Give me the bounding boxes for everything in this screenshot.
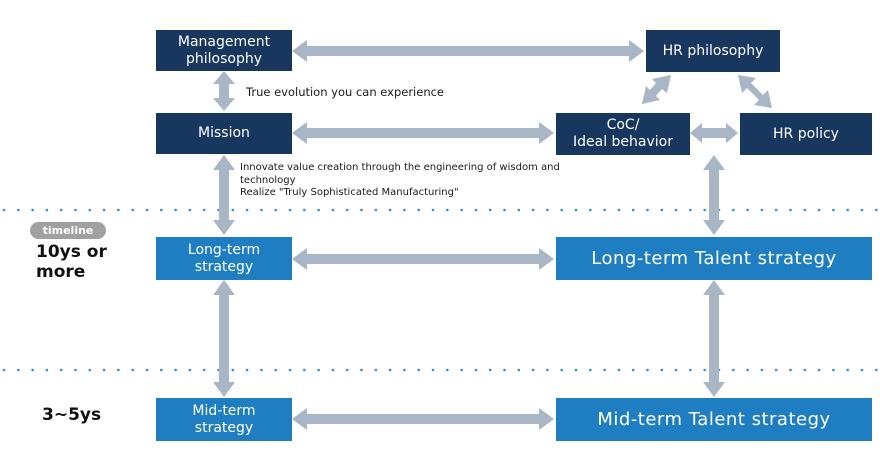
hr-philosophy-box: HR philosophy — [646, 30, 780, 72]
timeline-divider-bottom — [2, 368, 880, 372]
timeline-long-term-label: 10ys or more — [36, 242, 107, 282]
arrow-coc-hrpolicy — [690, 123, 738, 143]
management-philosophy-box: Management philosophy — [156, 30, 292, 71]
arrow-lts-ltt — [292, 248, 554, 270]
hr-policy-box: HR policy — [740, 113, 872, 155]
long-term-talent-strategy-box: Long-term Talent strategy — [556, 237, 872, 280]
timeline-mid-term-label: 3~5ys — [42, 405, 102, 425]
arrow-mission-coc — [292, 122, 554, 144]
mid-term-talent-strategy-box: Mid-term Talent strategy — [556, 398, 872, 441]
long-term-strategy-box: Long-term strategy — [156, 237, 292, 280]
timeline-badge: timeline — [30, 222, 106, 239]
coc-ideal-behavior-box: CoC/ Ideal behavior — [556, 113, 690, 155]
arrow-mission-lts — [213, 155, 235, 235]
annotation-true-evolution: True evolution you can experience — [246, 85, 445, 99]
arrow-hrphil-hrpolicy — [738, 75, 772, 108]
arrow-coc-ltt — [703, 155, 725, 235]
annotation-realize: Realize "Truly Sophisticated Manufacturi… — [240, 187, 459, 198]
annotation-innovate: Innovate value creation through the engi… — [240, 162, 560, 186]
mid-term-strategy-box: Mid-term strategy — [156, 398, 292, 441]
timeline-divider-top — [2, 208, 880, 212]
arrow-mts-mtt — [292, 408, 554, 430]
mission-box: Mission — [156, 113, 292, 154]
arrow-lts-mts — [213, 280, 235, 397]
arrow-ltt-mtt — [703, 280, 725, 397]
arrow-hrphil-coc — [642, 75, 671, 104]
arrow-mgmt-mission — [213, 71, 235, 111]
arrow-mgmt-hrphil — [292, 40, 644, 62]
